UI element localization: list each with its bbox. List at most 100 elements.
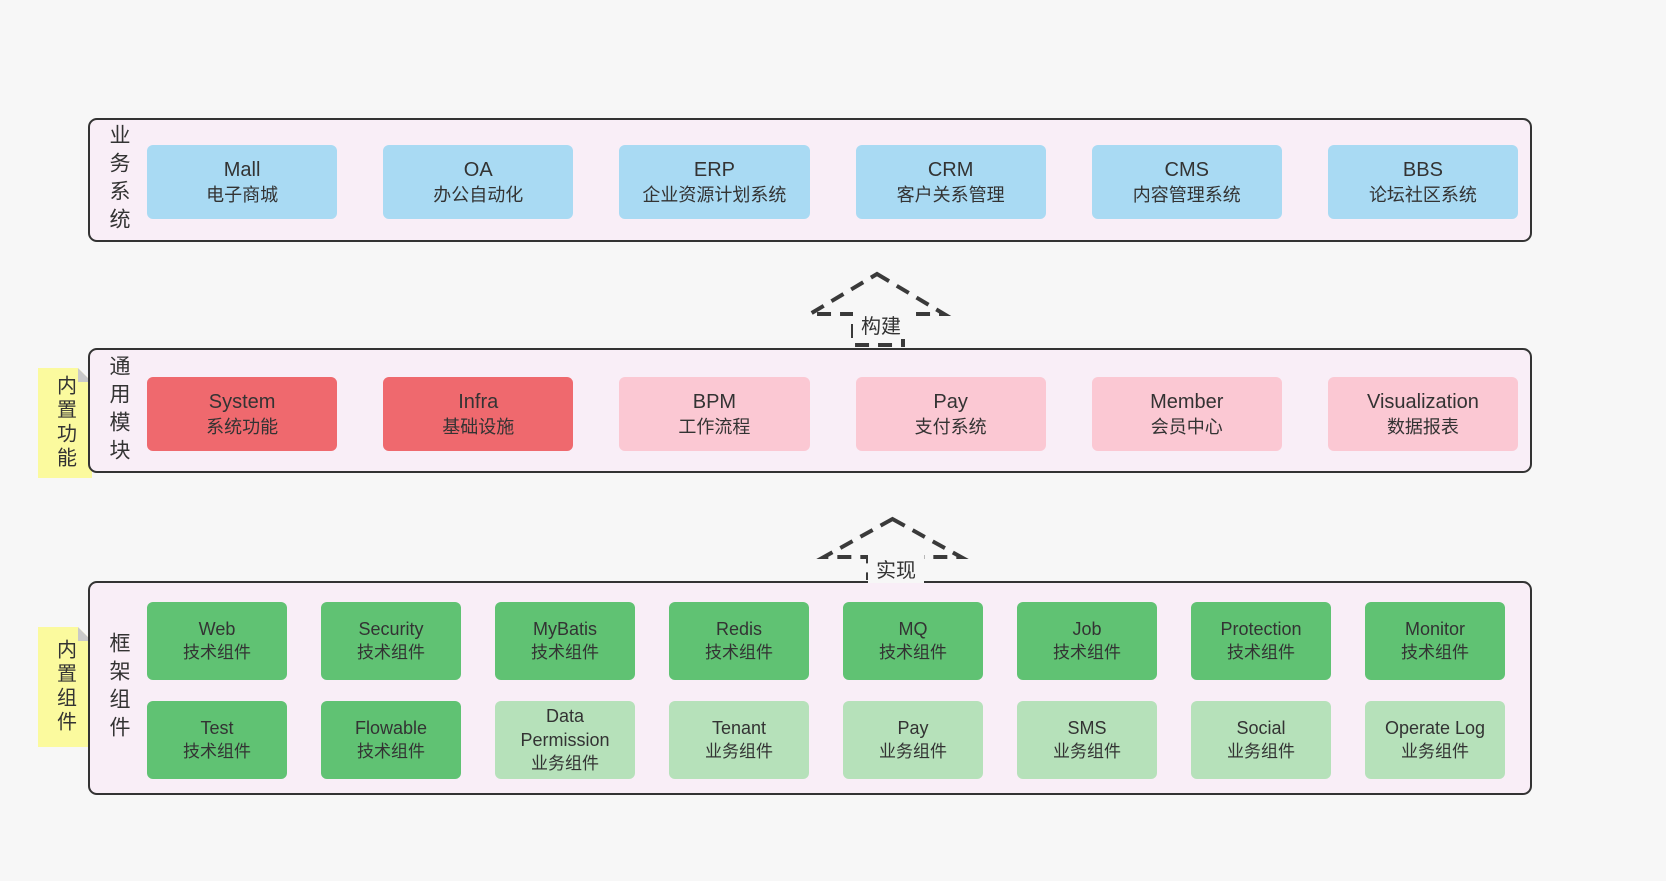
box-title: Web: [198, 619, 236, 639]
box-title: Operate Log: [1384, 718, 1486, 738]
box-subtitle: 电子商城: [206, 184, 279, 205]
build-arrow-label: 构建: [853, 310, 909, 339]
component-row-2: Test 技术组件 Flowable 技术组件 Data Permission …: [147, 701, 1505, 779]
box-title: MyBatis: [532, 619, 597, 639]
box-pay-component: Pay 业务组件: [843, 701, 983, 779]
box-cms: CMS 内容管理系统: [1091, 145, 1282, 219]
box-title: CMS: [1164, 158, 1209, 181]
band-side-label: 框架组件: [107, 632, 130, 744]
box-title: System: [208, 390, 276, 413]
box-title: Infra: [458, 390, 499, 413]
box-title: Monitor: [1404, 619, 1466, 639]
box-data-permission: Data Permission 业务组件: [495, 701, 635, 779]
box-bpm: BPM 工作流程: [619, 377, 810, 451]
box-subtitle: 业务组件: [1227, 742, 1295, 761]
box-title: Flowable: [354, 718, 428, 738]
box-title: Mall: [223, 158, 261, 181]
box-subtitle: 业务组件: [531, 754, 599, 773]
box-subtitle: 技术组件: [879, 643, 947, 662]
box-crm: CRM 客户关系管理: [855, 145, 1046, 219]
business-boxes-row: Mall 电子商城 OA 办公自动化 ERP 企业资源计划系统 CRM 客户关系…: [147, 145, 1519, 219]
box-subtitle: 业务组件: [1053, 742, 1121, 761]
box-subtitle: 业务组件: [705, 742, 773, 761]
box-tenant: Tenant 业务组件: [669, 701, 809, 779]
box-erp: ERP 企业资源计划系统: [619, 145, 810, 219]
common-modules-band: 通用模块 System 系统功能 Infra 基础设施 BPM 工作流程 Pay…: [88, 348, 1532, 473]
business-systems-band: 业务系统 Mall 电子商城 OA 办公自动化 ERP 企业资源计划系统 CRM…: [88, 118, 1532, 242]
box-subtitle: 技术组件: [357, 643, 425, 662]
box-system: System 系统功能: [147, 377, 338, 451]
box-subtitle: 工作流程: [678, 416, 751, 437]
box-subtitle: 会员中心: [1150, 416, 1223, 437]
box-subtitle: 支付系统: [914, 416, 987, 437]
box-title: Redis: [715, 619, 763, 639]
box-subtitle: 技术组件: [183, 742, 251, 761]
box-subtitle: 客户关系管理: [896, 184, 1005, 205]
box-test: Test 技术组件: [147, 701, 287, 779]
box-subtitle: 技术组件: [705, 643, 773, 662]
box-title: BPM: [692, 390, 737, 413]
box-title: Visualization: [1366, 390, 1479, 413]
box-subtitle: 技术组件: [1401, 643, 1469, 662]
box-mybatis: MyBatis 技术组件: [495, 602, 635, 680]
box-mq: MQ 技术组件: [843, 602, 983, 680]
box-subtitle: 数据报表: [1386, 416, 1459, 437]
box-web: Web 技术组件: [147, 602, 287, 680]
box-monitor: Monitor 技术组件: [1365, 602, 1505, 680]
box-oa: OA 办公自动化: [383, 145, 574, 219]
box-bbs: BBS 论坛社区系统: [1327, 145, 1519, 219]
box-title: Pay: [933, 390, 968, 413]
box-subtitle: 业务组件: [1401, 742, 1469, 761]
box-social: Social 业务组件: [1191, 701, 1331, 779]
box-sms: SMS 业务组件: [1017, 701, 1157, 779]
box-title: Tenant: [711, 718, 767, 738]
build-arrow: [802, 271, 952, 347]
component-boxes-grid: Web 技术组件 Security 技术组件 MyBatis 技术组件 Redi…: [147, 602, 1505, 779]
sticky-note-label: 内置组件: [53, 639, 76, 735]
box-subtitle: 业务组件: [879, 742, 947, 761]
box-subtitle: 内容管理系统: [1132, 184, 1241, 205]
box-subtitle: 技术组件: [1227, 643, 1295, 662]
box-operate-log: Operate Log 业务组件: [1365, 701, 1505, 779]
box-subtitle: 办公自动化: [433, 184, 524, 205]
sticky-note-built-in-features: 内置功能: [38, 368, 92, 478]
sticky-note-built-in-components: 内置组件: [38, 627, 92, 747]
module-boxes-row: System 系统功能 Infra 基础设施 BPM 工作流程 Pay 支付系统…: [147, 377, 1519, 451]
component-row-1: Web 技术组件 Security 技术组件 MyBatis 技术组件 Redi…: [147, 602, 1505, 680]
box-title: SMS: [1067, 718, 1107, 738]
box-subtitle: 技术组件: [1053, 643, 1121, 662]
box-pay: Pay 支付系统: [855, 377, 1046, 451]
box-subtitle: 技术组件: [531, 643, 599, 662]
sticky-note-label: 内置功能: [53, 375, 76, 471]
framework-components-band: 框架组件 Web 技术组件 Security 技术组件 MyBatis 技术组件…: [88, 581, 1532, 795]
box-title: OA: [463, 158, 493, 181]
box-subtitle: 企业资源计划系统: [642, 184, 787, 205]
box-subtitle: 技术组件: [357, 742, 425, 761]
box-title: Pay: [897, 718, 929, 738]
box-title: Security: [358, 619, 424, 639]
box-title: Job: [1072, 619, 1102, 639]
box-subtitle: 技术组件: [183, 643, 251, 662]
implement-arrow-label: 实现: [868, 554, 924, 583]
box-security: Security 技术组件: [321, 602, 461, 680]
box-member: Member 会员中心: [1091, 377, 1282, 451]
box-title: Data Permission: [520, 706, 610, 750]
box-title: Test: [200, 718, 234, 738]
box-title: MQ: [898, 619, 928, 639]
box-title: Protection: [1220, 619, 1302, 639]
box-flowable: Flowable 技术组件: [321, 701, 461, 779]
box-subtitle: 系统功能: [206, 416, 279, 437]
box-visualization: Visualization 数据报表: [1327, 377, 1519, 451]
box-title: Social: [1236, 718, 1286, 738]
box-subtitle: 基础设施: [442, 416, 515, 437]
box-title: CRM: [927, 158, 974, 181]
box-infra: Infra 基础设施: [383, 377, 574, 451]
box-job: Job 技术组件: [1017, 602, 1157, 680]
box-redis: Redis 技术组件: [669, 602, 809, 680]
box-title: Member: [1150, 390, 1224, 413]
band-side-label: 业务系统: [107, 124, 130, 236]
band-side-label: 通用模块: [107, 354, 130, 467]
box-title: ERP: [693, 158, 735, 181]
box-protection: Protection 技术组件: [1191, 602, 1331, 680]
